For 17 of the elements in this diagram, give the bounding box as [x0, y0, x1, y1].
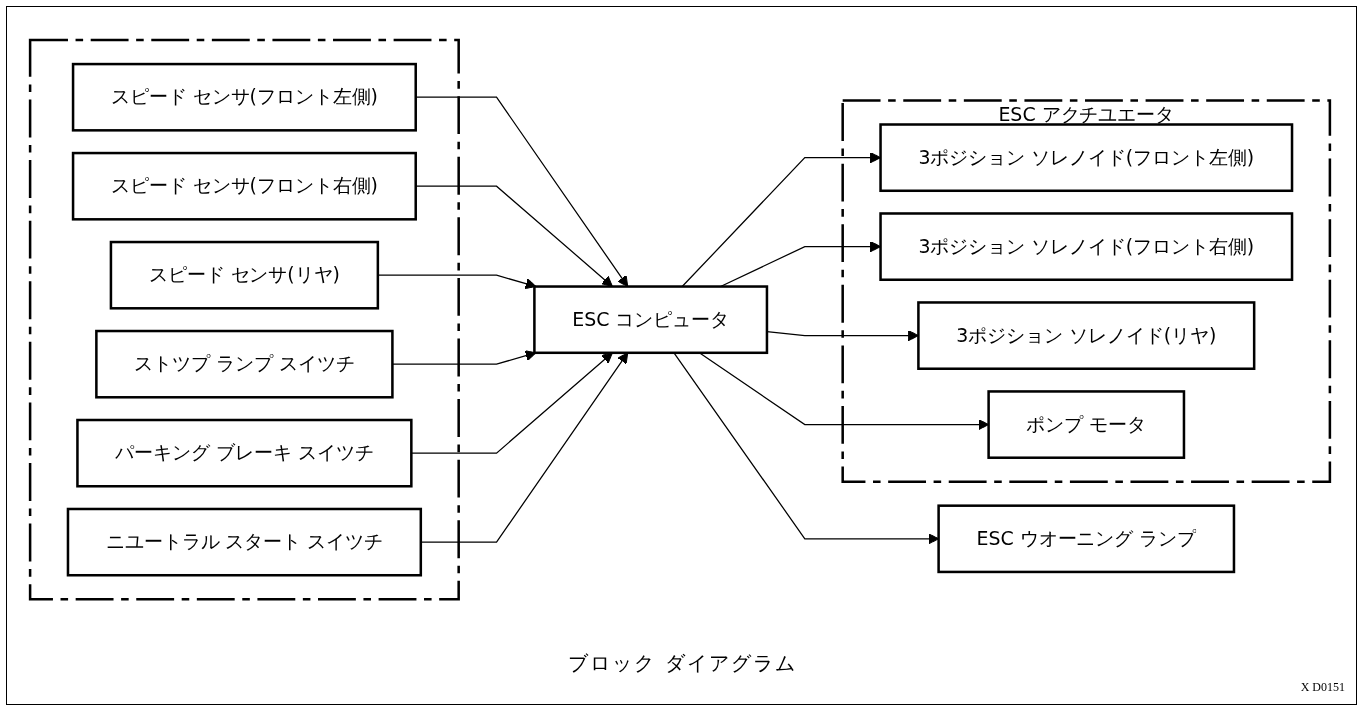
cluster: [28, 39, 460, 601]
node-box: 3ポジション ソレノイド(フロント右側): [879, 212, 1294, 282]
node-box: パーキング ブレーキ スイツチ: [76, 419, 413, 488]
node-box: ニユートラル スタート スイツチ: [66, 508, 423, 577]
arrow: [766, 330, 919, 342]
arrow: [377, 274, 537, 290]
node-box: ESC ウオーニング ランプ: [937, 504, 1236, 574]
node-box: 3ポジション ソレノイド(リヤ): [917, 301, 1256, 371]
node-box: スピード センサ(フロント左側): [71, 63, 417, 132]
diagram-caption: ブロック ダイアグラム: [567, 650, 798, 677]
node-box: ポンプ モータ: [987, 390, 1186, 460]
drawing-number: X D0151: [1300, 680, 1345, 694]
node-box: ストツプ ランプ スイツチ: [95, 330, 394, 399]
node-box: スピード センサ(リヤ): [109, 241, 380, 310]
node-box: ESC コンピュータ: [533, 285, 769, 355]
node-box: スピード センサ(フロント右側): [71, 152, 417, 221]
node-box: 3ポジション ソレノイド(フロント左側): [879, 123, 1294, 193]
